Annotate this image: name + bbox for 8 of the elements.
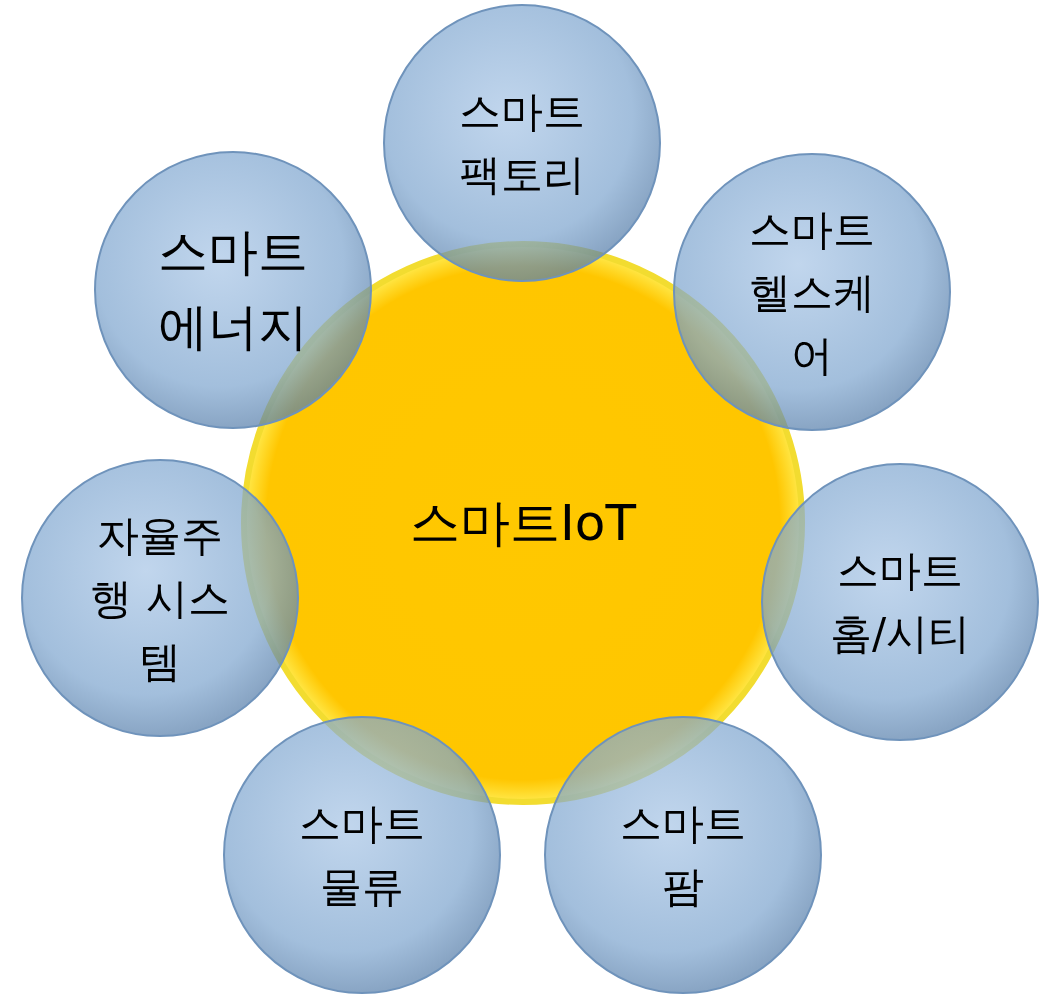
node-label: 스마트 팜 xyxy=(619,798,747,913)
node-label: 스마트 물류 xyxy=(298,798,426,913)
node-label: 스마트 홈/시티 xyxy=(828,545,972,660)
node-label: 스마트IoT xyxy=(410,492,636,554)
node-label: 스마트 팩토리 xyxy=(458,86,586,201)
node-label: 스마트 에너지 xyxy=(157,222,309,358)
node-label: 스마트 헬스케어 xyxy=(748,203,876,382)
node-label: 자율주행 시스템 xyxy=(89,509,231,688)
